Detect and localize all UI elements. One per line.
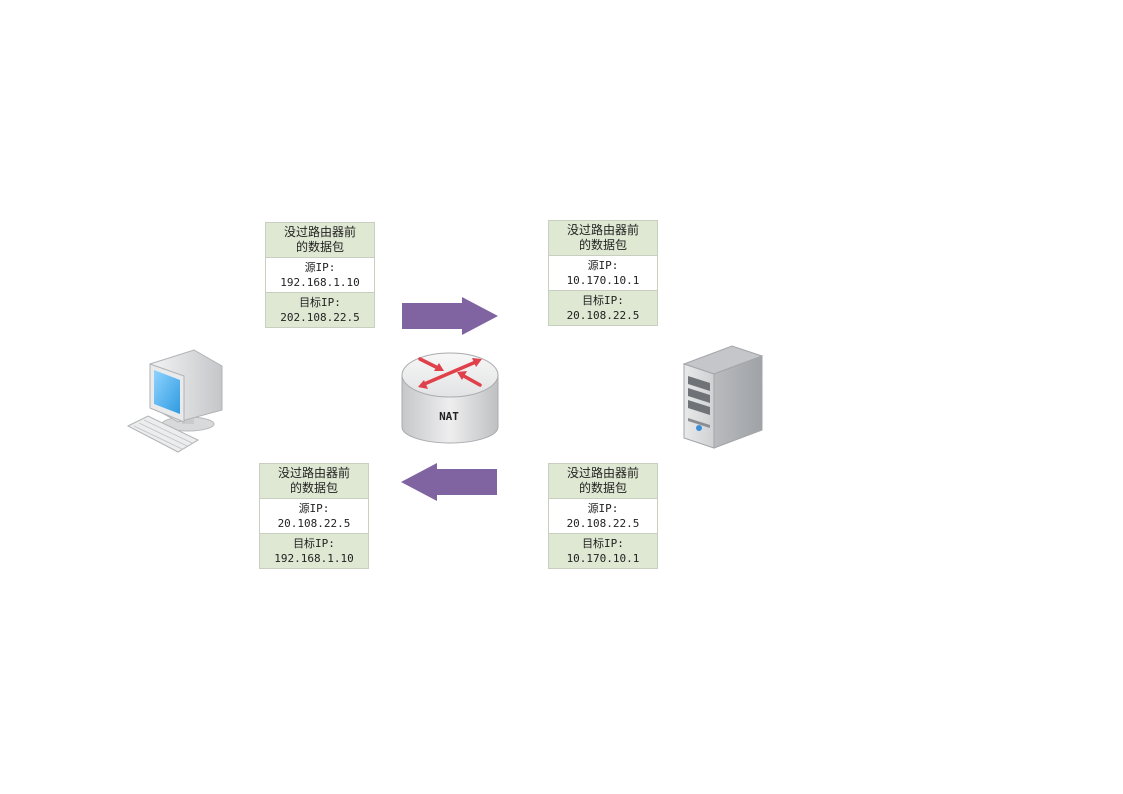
packet-destination: 目标IP:10.170.10.1	[549, 534, 657, 568]
packet-destination: 目标IP:192.168.1.10	[260, 534, 368, 568]
packet-destination: 目标IP:202.108.22.5	[266, 293, 374, 327]
nat-router-icon	[401, 352, 499, 444]
router-label: NAT	[439, 410, 459, 423]
packet-source: 源IP:10.170.10.1	[549, 255, 657, 291]
packet-source: 源IP:192.168.1.10	[266, 257, 374, 293]
packet-title: 没过路由器前的数据包	[549, 464, 657, 498]
packet-source: 源IP:20.108.22.5	[549, 498, 657, 534]
packet-title: 没过路由器前的数据包	[266, 223, 374, 257]
packet-source: 源IP:20.108.22.5	[260, 498, 368, 534]
packet-title: 没过路由器前的数据包	[260, 464, 368, 498]
packet-title: 没过路由器前的数据包	[549, 221, 657, 255]
packet-inbound-before: 没过路由器前的数据包 源IP:20.108.22.5 目标IP:10.170.1…	[548, 463, 658, 569]
packet-outbound-after: 没过路由器前的数据包 源IP:10.170.10.1 目标IP:20.108.2…	[548, 220, 658, 326]
packet-outbound-before: 没过路由器前的数据包 源IP:192.168.1.10 目标IP:202.108…	[265, 222, 375, 328]
server-tower-icon	[682, 345, 764, 449]
packet-inbound-after: 没过路由器前的数据包 源IP:20.108.22.5 目标IP:192.168.…	[259, 463, 369, 569]
packet-destination: 目标IP:20.108.22.5	[549, 291, 657, 325]
desktop-computer-icon	[126, 349, 223, 453]
left-arrow-icon	[401, 463, 497, 501]
right-arrow-icon	[402, 297, 498, 335]
